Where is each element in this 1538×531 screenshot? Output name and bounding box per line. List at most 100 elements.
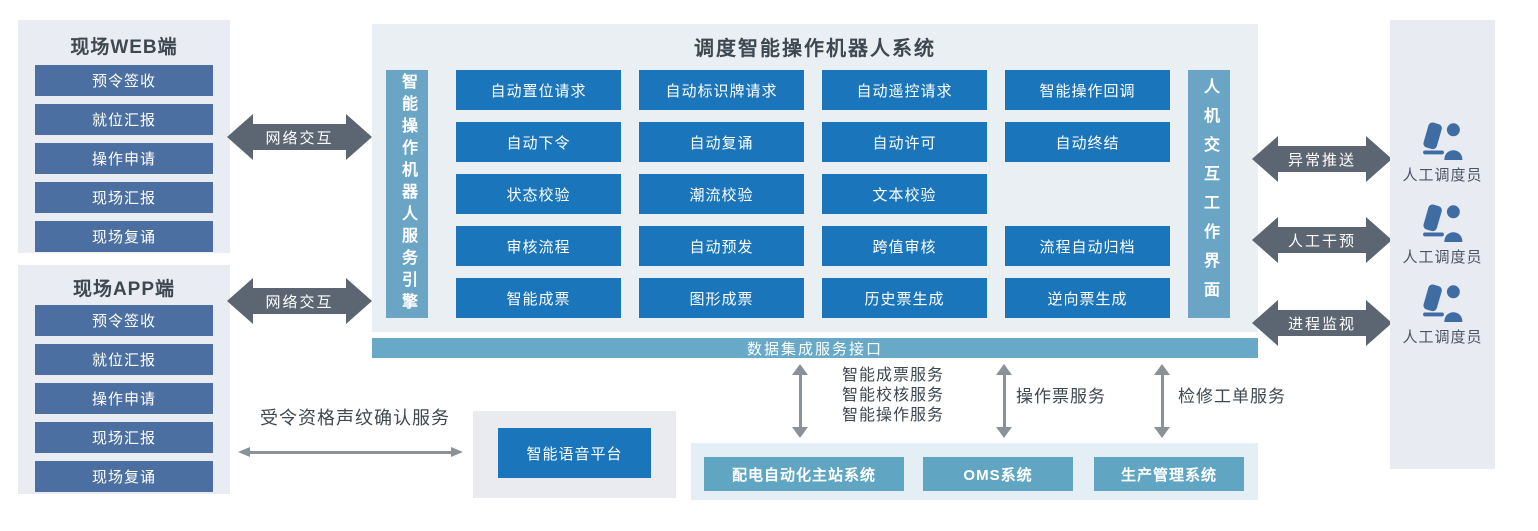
module-history-ticket: 历史票生成 xyxy=(822,278,987,318)
arrow-right-head xyxy=(346,114,372,160)
service-label-smart-operation: 智能操作服务 xyxy=(842,407,945,424)
robot-system-title: 调度智能操作机器人系统 xyxy=(694,38,936,60)
service-link-arrow-3 xyxy=(1154,364,1170,438)
voiceprint-link-arrow xyxy=(238,446,463,458)
voiceprint-confirm-service-label: 受令资格声纹确认服务 xyxy=(260,408,450,428)
arrow-right-head xyxy=(346,278,372,324)
module-auto-tag-request: 自动标识牌请求 xyxy=(639,70,804,110)
web-item-site-report: 现场汇报 xyxy=(35,182,213,213)
arrow-shaft xyxy=(1002,375,1006,427)
dispatcher-3: 人工调度员 xyxy=(1390,284,1495,347)
module-graphic-ticket: 图形成票 xyxy=(639,278,804,318)
voice-platform-panel: 智能语音平台 xyxy=(473,411,676,498)
external-systems-panel: 配电自动化主站系统 OMS系统 生产管理系统 xyxy=(691,443,1258,500)
network-link-arrow-web: 网络交互 xyxy=(227,114,372,160)
module-auto-permit: 自动许可 xyxy=(822,122,987,162)
arrow-down-head xyxy=(1154,427,1170,438)
module-auto-repeat: 自动复诵 xyxy=(639,122,804,162)
arrow-left-head xyxy=(1252,136,1278,182)
module-auto-finish: 自动终结 xyxy=(1005,122,1170,162)
module-powerflow-check: 潮流校验 xyxy=(639,174,804,214)
web-panel-title: 现场WEB端 xyxy=(70,37,178,58)
manual-intervention-label: 人工干预 xyxy=(1278,227,1366,253)
module-auto-preissue: 自动预发 xyxy=(639,226,804,266)
arrow-up-head xyxy=(996,364,1012,375)
web-item-site-repeat: 现场复诵 xyxy=(35,221,213,252)
module-smart-operation-callback: 智能操作回调 xyxy=(1005,70,1170,110)
module-text-check: 文本校验 xyxy=(822,174,987,214)
system-oms: OMS系统 xyxy=(923,457,1073,491)
module-smart-ticket: 智能成票 xyxy=(456,278,621,318)
arrow-right-head xyxy=(451,447,463,457)
service-link-arrow-2 xyxy=(996,364,1012,438)
module-grid: 自动置位请求 自动标识牌请求 自动遥控请求 智能操作回调 自动下令 自动复诵 自… xyxy=(456,70,1170,318)
process-monitor-label: 进程监视 xyxy=(1278,310,1366,336)
arrow-shaft xyxy=(1160,375,1164,427)
arrow-left-head xyxy=(238,447,250,457)
web-item-inplace-report: 就位汇报 xyxy=(35,104,213,135)
arrow-right-head xyxy=(1366,217,1392,263)
dispatcher-1: 人工调度员 xyxy=(1390,122,1495,185)
arrow-down-head xyxy=(996,427,1012,438)
module-review-flow: 审核流程 xyxy=(456,226,621,266)
service-engine-bar: 智能操作机器人服务引擎 xyxy=(386,70,428,318)
web-panel-items: 预令签收 就位汇报 操作申请 现场汇报 现场复诵 xyxy=(35,65,213,260)
module-cross-shift-review: 跨值审核 xyxy=(822,226,987,266)
exception-push-label: 异常推送 xyxy=(1278,146,1366,172)
app-terminal-panel: 现场APP端 预令签收 就位汇报 操作申请 现场汇报 现场复诵 xyxy=(18,265,230,494)
arrow-left-head xyxy=(227,114,253,160)
network-link-arrow-app: 网络交互 xyxy=(227,278,372,324)
app-item-order-sign: 预令签收 xyxy=(35,305,213,336)
arrow-down-head xyxy=(792,427,808,438)
app-item-site-repeat: 现场复诵 xyxy=(35,461,213,492)
dispatcher-label: 人工调度员 xyxy=(1402,167,1483,184)
data-integration-bar: 数据集成服务接口 xyxy=(372,338,1258,358)
voice-platform-box: 智能语音平台 xyxy=(498,428,651,478)
dispatcher-2: 人工调度员 xyxy=(1390,204,1495,267)
dispatcher-at-computer-icon xyxy=(1422,284,1462,322)
manual-intervention-arrow: 人工干预 xyxy=(1252,217,1392,263)
system-production-management: 生产管理系统 xyxy=(1094,457,1244,491)
arrow-left-head xyxy=(227,278,253,324)
service-label-smart-ticket: 智能成票服务 xyxy=(842,367,945,384)
exception-push-arrow: 异常推送 xyxy=(1252,136,1392,182)
network-link-label: 网络交互 xyxy=(253,124,346,150)
arrow-up-head xyxy=(1154,364,1170,375)
arrow-left-head xyxy=(1252,300,1278,346)
network-link-label: 网络交互 xyxy=(253,288,346,314)
dispatcher-label: 人工调度员 xyxy=(1402,329,1483,346)
app-item-inplace-report: 就位汇报 xyxy=(35,344,213,375)
arrow-left-head xyxy=(1252,217,1278,263)
arrow-up-head xyxy=(792,364,808,375)
dispatcher-label: 人工调度员 xyxy=(1402,249,1483,266)
module-auto-remote-request: 自动遥控请求 xyxy=(822,70,987,110)
app-panel-title: 现场APP端 xyxy=(72,279,176,300)
module-auto-set-request: 自动置位请求 xyxy=(456,70,621,110)
service-link-labels-1: 智能成票服务 智能校核服务 智能操作服务 xyxy=(842,366,944,426)
service-label-smart-check: 智能校核服务 xyxy=(842,387,945,404)
system-distribution-automation: 配电自动化主站系统 xyxy=(704,457,904,491)
hmi-workbench-bar: 人机交互工作界面 xyxy=(1188,70,1230,318)
robot-system-panel: 调度智能操作机器人系统 智能操作机器人服务引擎 自动置位请求 自动标识牌请求 自… xyxy=(372,24,1258,332)
module-auto-archive: 流程自动归档 xyxy=(1005,226,1170,266)
arrow-right-head xyxy=(1366,136,1392,182)
service-label-maintenance-order: 检修工单服务 xyxy=(1178,387,1286,406)
service-link-arrow-1 xyxy=(792,364,808,438)
arrow-right-head xyxy=(1366,300,1392,346)
web-item-order-sign: 预令签收 xyxy=(35,65,213,96)
module-auto-command: 自动下令 xyxy=(456,122,621,162)
module-reverse-ticket: 逆向票生成 xyxy=(1005,278,1170,318)
arrow-shaft xyxy=(798,375,802,427)
process-monitor-arrow: 进程监视 xyxy=(1252,300,1392,346)
app-item-operation-apply: 操作申请 xyxy=(35,383,213,414)
dispatcher-at-computer-icon xyxy=(1422,122,1462,160)
module-status-check: 状态校验 xyxy=(456,174,621,214)
app-item-site-report: 现场汇报 xyxy=(35,422,213,453)
arrow-shaft xyxy=(250,450,451,454)
dispatchers-panel: 人工调度员 人工调度员 人工调度员 xyxy=(1390,20,1495,469)
app-panel-items: 预令签收 就位汇报 操作申请 现场汇报 现场复诵 xyxy=(35,305,213,500)
web-item-operation-apply: 操作申请 xyxy=(35,143,213,174)
service-label-operation-ticket: 操作票服务 xyxy=(1016,387,1106,406)
dispatcher-at-computer-icon xyxy=(1422,204,1462,242)
